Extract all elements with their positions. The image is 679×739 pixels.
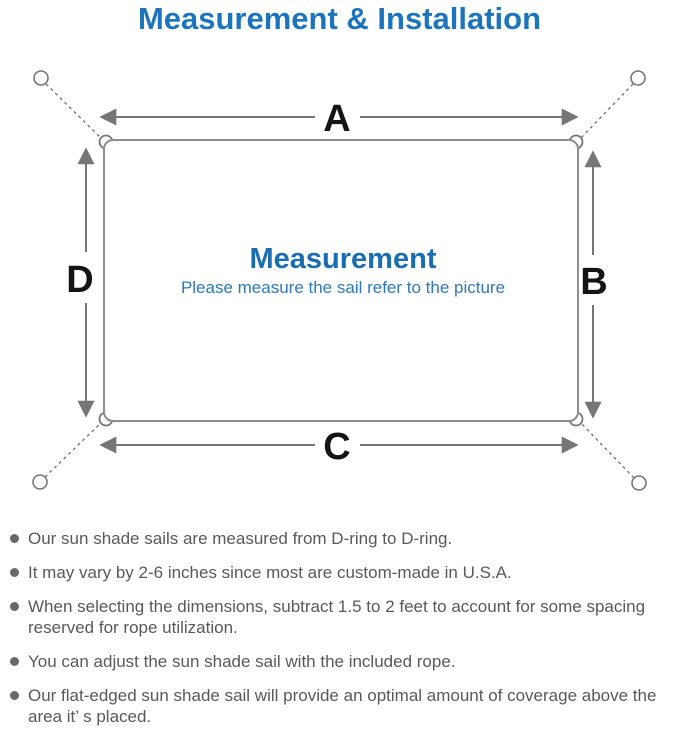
diagram-center-subtitle: Please measure the sail refer to the pic… [181,278,505,297]
note-text: It may vary by 2-6 inches since most are… [28,563,512,582]
note-item: Our sun shade sails are measured from D-… [10,528,671,549]
dimension-label-d: D [66,259,93,301]
anchor-rings [32,70,647,491]
note-text: Our sun shade sails are measured from D-… [28,529,453,548]
dimension-label-c: C [323,426,350,468]
diagram-center-title: Measurement [250,243,437,275]
rope-dashed-lines [44,83,635,479]
note-text: Our flat-edged sun shade sail will provi… [28,686,657,726]
bullet-icon [10,657,19,666]
note-item: It may vary by 2-6 inches since most are… [10,562,671,583]
bullet-icon [10,568,19,577]
note-text: You can adjust the sun shade sail with t… [28,652,456,671]
rope-line-top-left [45,83,105,142]
anchor-ring-icon-bottom-left [32,474,48,490]
note-item: When selecting the dimensions, subtract … [10,596,671,638]
bullet-icon [10,534,19,543]
dimension-arrows [77,108,602,454]
dimension-label-b: B [580,261,607,303]
page-title: Measurement & Installation [137,1,542,36]
anchor-ring-icon-bottom-right [631,475,647,491]
note-item: You can adjust the sun shade sail with t… [10,651,671,672]
rope-line-top-right [577,83,634,142]
rope-line-bottom-right [577,419,635,479]
measurement-diagram: A B C D Measurement Please measure the s… [32,70,647,491]
anchor-ring-icon-top-right [630,70,646,86]
dimension-label-a: A [323,98,350,140]
anchor-ring-icon-top-left [33,70,49,86]
note-text: When selecting the dimensions, subtract … [28,597,646,637]
bullet-icon [10,691,19,700]
bullet-icon [10,602,19,611]
shade-sail-outline [103,139,579,422]
rope-line-bottom-left [44,419,105,478]
note-item: Our flat-edged sun shade sail will provi… [10,685,671,727]
notes-list: Our sun shade sails are measured from D-… [10,528,671,739]
